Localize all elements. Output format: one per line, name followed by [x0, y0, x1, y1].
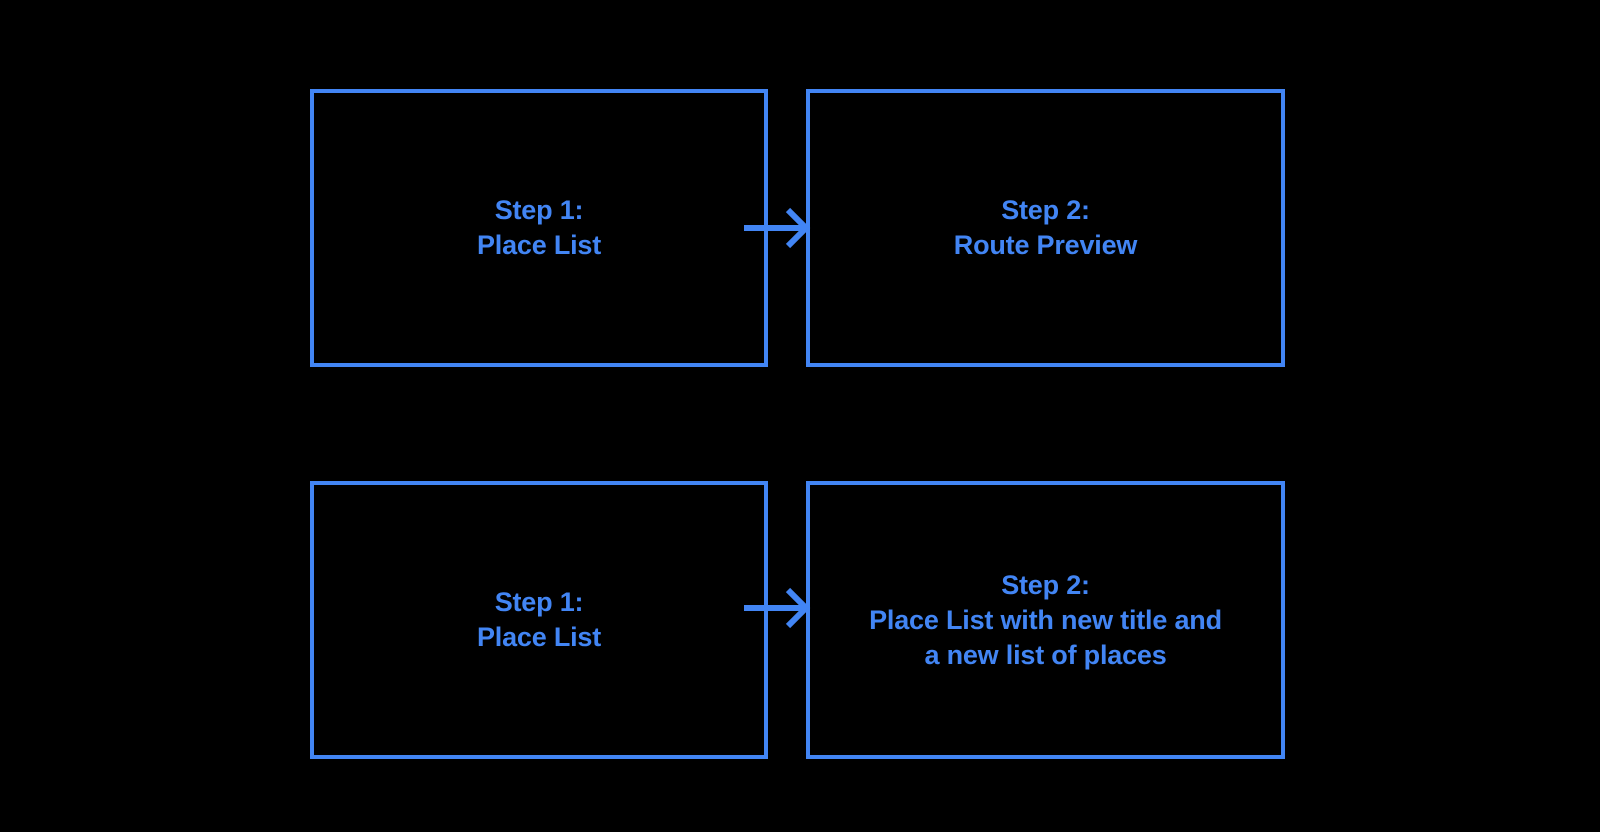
step-box-row2-step2[interactable]: Step 2: Place List with new title and a … [806, 481, 1285, 759]
step-box-row1-step1-label: Step 1: Place List [476, 195, 602, 260]
step-box-row2-step1-label: Step 1: Place List [476, 587, 602, 652]
flow-row-place-list-update: Step 1: Place List Step 2: Place List wi… [0, 416, 1600, 832]
step-box-row1-step2[interactable]: Step 2: Route Preview [806, 89, 1285, 367]
step-box-row1-step1[interactable]: Step 1: Place List [310, 89, 768, 367]
step-box-row1-step2-label: Step 2: Route Preview [953, 195, 1138, 260]
step-box-row2-step2-label: Step 2: Place List with new title and a … [869, 569, 1222, 670]
flow-row-route-preview: Step 1: Place List Step 2: Route Preview [310, 89, 1285, 367]
step-box-row2-step1[interactable]: Step 1: Place List [310, 481, 768, 759]
